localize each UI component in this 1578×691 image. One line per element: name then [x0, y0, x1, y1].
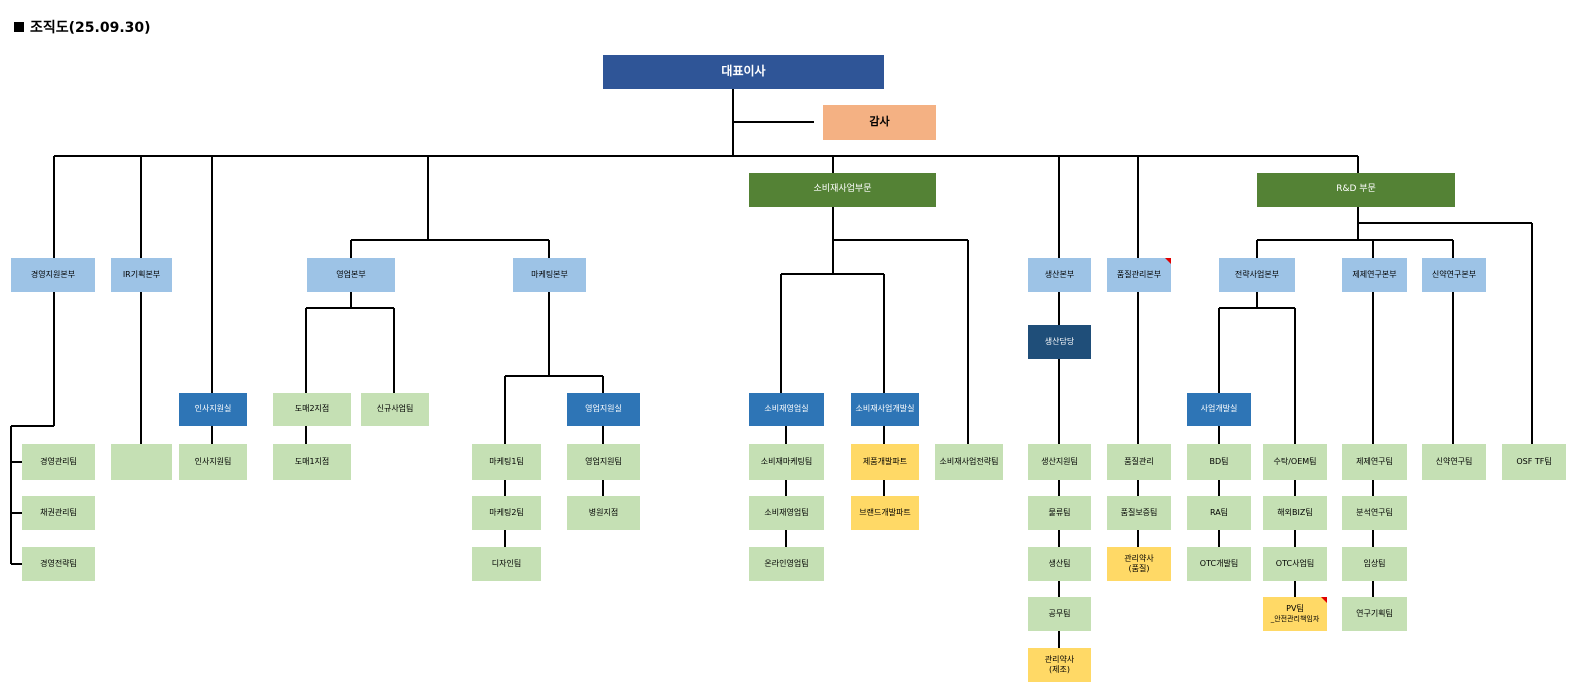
- hq-new-drug-research: 신약연구본부: [1422, 258, 1486, 292]
- team-formulation: 제제연구팀: [1342, 444, 1407, 480]
- team-osf-tf: OSF TF팀: [1502, 444, 1566, 480]
- consumer-division-box: 소비재사업부문: [749, 173, 936, 207]
- hq-formulation-research: 제제연구본부: [1342, 258, 1407, 292]
- hq-marketing: 마케팅본부: [513, 258, 586, 292]
- team-design: 디자인팀: [472, 547, 541, 581]
- team-engineering: 공무팀: [1028, 597, 1091, 631]
- team-mgmt-strategy: 경영전략팀: [22, 547, 95, 581]
- team-mgmt-admin: 경영관리팀: [22, 444, 95, 480]
- team-production: 생산팀: [1028, 547, 1091, 581]
- team-marketing1: 마케팅1팀: [472, 444, 541, 480]
- team-pv: PV팀 _안전관리책임자: [1263, 597, 1327, 631]
- square-bullet-icon: [14, 22, 24, 32]
- page-title: 조직도(25.09.30): [14, 17, 151, 37]
- office-hr-support: 인사지원실: [179, 393, 247, 426]
- pharmacist-mfg-line2: (제조): [1049, 665, 1070, 674]
- hq-mgmt-support: 경영지원본부: [11, 258, 95, 292]
- team-hospital-branch: 병원지점: [567, 496, 640, 530]
- team-logistics: 물류팀: [1028, 496, 1091, 530]
- team-bd: BD팀: [1187, 444, 1251, 480]
- rnd-division-box: R&D 부문: [1257, 173, 1455, 207]
- team-online-sales: 온라인영업팀: [749, 547, 824, 581]
- part-brand-dev: 브랜드개발파트: [851, 496, 919, 530]
- office-consumer-sales: 소비재영업실: [749, 393, 824, 426]
- team-otc-biz: OTC사업팀: [1263, 547, 1327, 581]
- team-sales-support: 영업지원팀: [567, 444, 640, 480]
- team-clinical: 임상팀: [1342, 547, 1407, 581]
- hq-strategy: 전략사업본부: [1219, 258, 1295, 292]
- team-pharmacist-quality: 관리약사 (품질): [1107, 547, 1171, 581]
- team-consumer-strategy: 소비재사업전략팀: [935, 444, 1003, 480]
- team-otc-dev: OTC개발팀: [1187, 547, 1251, 581]
- hq-ir-planning: IR기획본부: [111, 258, 172, 292]
- team-research-planning: 연구기획팀: [1342, 597, 1407, 631]
- pharmacist-quality-line2: (품질): [1128, 564, 1150, 573]
- team-new-drug: 신약연구팀: [1422, 444, 1486, 480]
- team-quality-mgmt: 품질관리: [1107, 444, 1171, 480]
- team-analysis: 분석연구팀: [1342, 496, 1407, 530]
- hq-sales: 영업본부: [307, 258, 395, 292]
- team-consumer-sales: 소비재영업팀: [749, 496, 824, 530]
- pv-line1: PV팀: [1286, 604, 1304, 614]
- office-consumer-dev: 소비재사업개발실: [851, 393, 919, 426]
- team-credit-mgmt: 채권관리팀: [22, 496, 95, 530]
- office-sales-support: 영업지원실: [567, 393, 640, 426]
- team-quality-assurance: 품질보증팀: [1107, 496, 1171, 530]
- team-pharmacist-mfg: 관리약사 (제조): [1028, 648, 1091, 682]
- pharmacist-quality-line1: 관리약사: [1124, 553, 1154, 563]
- team-wholesale2: 도매2지점: [273, 393, 351, 426]
- team-production-support: 생산지원팀: [1028, 444, 1091, 480]
- team-new-biz: 신규사업팀: [361, 393, 429, 426]
- pv-line2: _안전관리책임자: [1270, 614, 1320, 623]
- hq-quality: 품질관리본부: [1107, 258, 1171, 292]
- page-title-text: 조직도(25.09.30): [30, 20, 151, 36]
- pharmacist-mfg-line1: 관리약사: [1044, 654, 1075, 664]
- hq-production: 생산본부: [1028, 258, 1091, 292]
- ceo-box: 대표이사: [603, 55, 884, 89]
- part-product-dev: 제품개발파트: [851, 444, 919, 480]
- team-ra: RA팀: [1187, 496, 1251, 530]
- office-production-lead: 생산담당: [1028, 325, 1091, 359]
- team-contract-oem: 수탁/OEM팀: [1263, 444, 1327, 480]
- team-overseas-biz: 해외BIZ팀: [1263, 496, 1327, 530]
- team-marketing2: 마케팅2팀: [472, 496, 541, 530]
- office-biz-dev: 사업개발실: [1187, 393, 1251, 426]
- audit-box: 감사: [823, 105, 936, 140]
- team-consumer-marketing: 소비재마케팅팀: [749, 444, 824, 480]
- team-wholesale1: 도매1지점: [273, 444, 351, 480]
- team-hr-support: 인사지원팀: [179, 444, 247, 480]
- team-ir-empty: [111, 444, 172, 480]
